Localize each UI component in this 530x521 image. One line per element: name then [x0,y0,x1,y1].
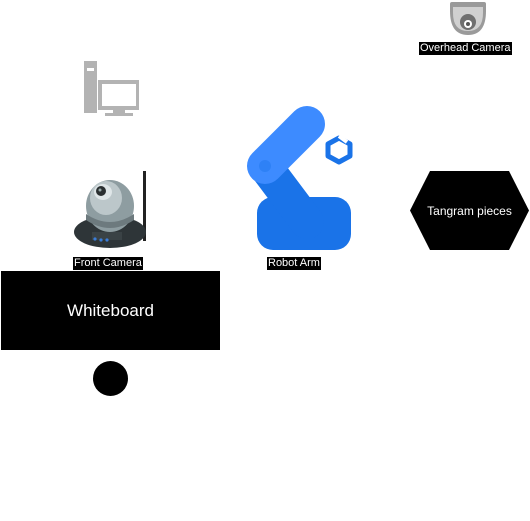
robot-arm-label: Robot Arm [267,257,321,270]
dome-camera-icon [450,2,486,35]
whiteboard-label: Whiteboard [67,300,154,320]
tangram-label: Tangram pieces [427,203,512,218]
overhead-camera-label: Overhead Camera [419,42,512,55]
marker-circle [93,361,128,396]
computer-icon [84,61,139,116]
whiteboard-box: Whiteboard [1,271,220,350]
tangram-hexagon [410,171,529,250]
robot-arm-icon [247,106,353,250]
webcam-icon [74,171,146,248]
front-camera-label: Front Camera [73,257,143,270]
